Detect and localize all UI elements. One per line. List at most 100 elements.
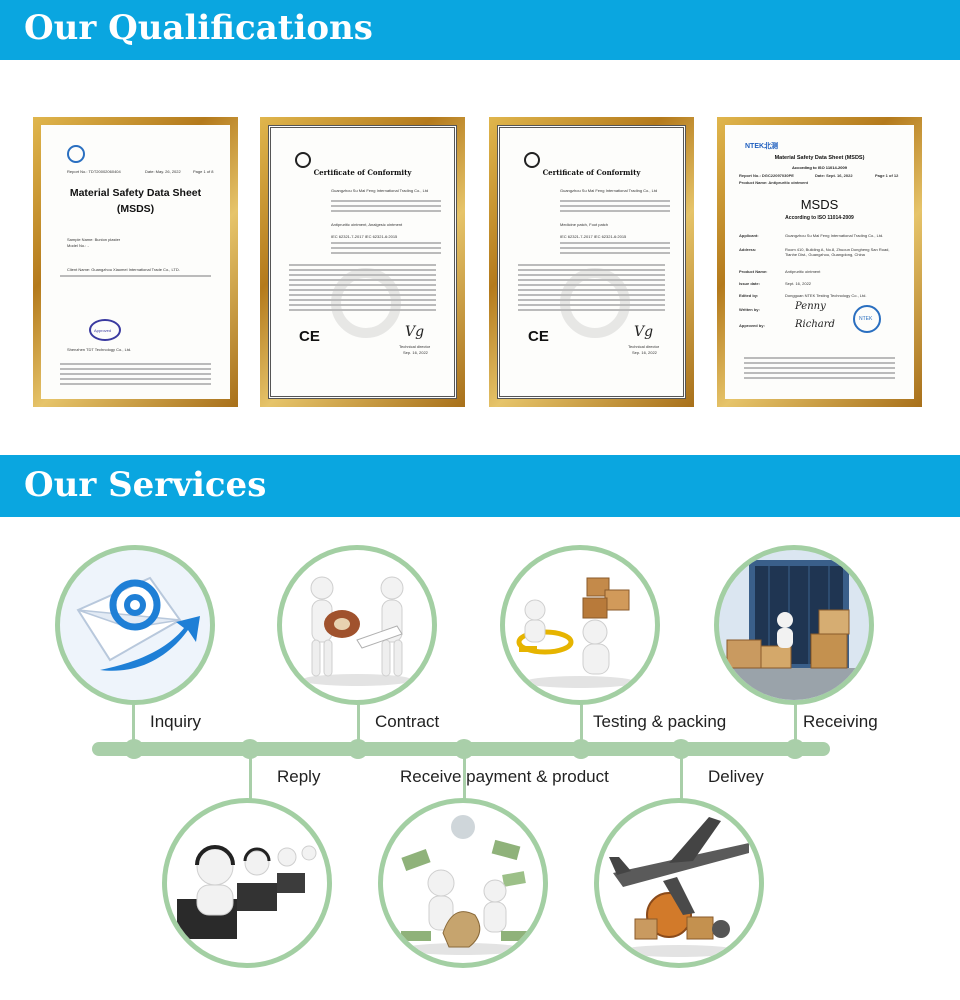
address-lines	[59, 275, 212, 280]
client-name: Client Name: Guangzhou Xiaomei Internati…	[67, 267, 180, 272]
signer: Technical director	[628, 344, 660, 349]
timeline-connector	[463, 752, 466, 800]
step-label-contract: Contract	[375, 712, 440, 731]
certificate-conformity-2[interactable]: Certificate of Conformity Guangzhou Su M…	[489, 117, 694, 407]
report-no: Report No.: TDT20002060404	[67, 169, 121, 174]
timeline-connector	[132, 700, 135, 746]
standards-lines	[331, 242, 441, 257]
step-label-reply: Reply	[277, 767, 321, 786]
timeline-node	[671, 739, 691, 759]
services-banner: Our Services	[0, 455, 960, 517]
edited-by: Dongguan NTEK Testing Technology Co., Lt…	[785, 293, 867, 298]
step-label-inquiry: Inquiry	[150, 712, 202, 731]
email-icon	[76, 576, 200, 671]
signature-icon: Richard	[795, 319, 835, 330]
services-title: Our Services	[24, 465, 267, 505]
qualifications-banner: Our Qualifications	[0, 0, 960, 60]
model-no: Model No.: -	[67, 243, 89, 248]
sample-name: Sample Name: Bunion plaster	[67, 237, 121, 242]
service-step-receive-payment[interactable]	[378, 798, 548, 968]
standards-lines	[560, 242, 670, 257]
address-lines	[560, 200, 670, 215]
certificate-title: Material Safety Data Sheet (MSDS)	[774, 155, 865, 161]
ce-mark-icon: CE	[299, 328, 320, 345]
signature-icon: Vg	[405, 324, 425, 340]
certificate-title: Material Safety Data Sheet	[69, 187, 202, 199]
sample-name: Medicine patch, Foot patch	[560, 222, 609, 227]
step-label-receiving: Receiving	[803, 712, 878, 731]
certificate-subtitle: According to ISO 11014-2009	[792, 165, 847, 170]
inspection-icon	[516, 577, 635, 688]
timeline-connector	[680, 752, 683, 800]
step-label-testing-packing: Testing & packing	[593, 712, 727, 731]
report-no: Report No.: DGC22097030PE	[739, 173, 794, 178]
footer-lines	[59, 363, 212, 388]
service-step-contract[interactable]	[277, 545, 437, 705]
certificate-title: Certificate of Conformity	[542, 168, 641, 177]
tdt-logo-icon	[67, 145, 85, 163]
applicant: Guangzhou Su Mai Feng International Trad…	[560, 188, 658, 193]
timeline-connector	[794, 700, 797, 746]
report-page: Page 1 of 12	[875, 173, 899, 178]
signer: Technical director	[399, 344, 431, 349]
service-step-receiving[interactable]	[714, 545, 874, 705]
call-center-icon	[177, 845, 317, 939]
applicant: Guangzhou Su Mai Feng International Trad…	[331, 188, 429, 193]
service-step-testing-packing[interactable]	[500, 545, 660, 705]
address-lines	[331, 200, 441, 215]
certification-logo-icon	[524, 152, 540, 168]
signature-icon: Penny	[795, 301, 826, 312]
watermark-icon	[331, 268, 401, 338]
service-step-reply[interactable]	[162, 798, 332, 968]
timeline-node	[571, 739, 591, 759]
report-page: Page 1 of 8	[193, 169, 214, 174]
timeline-node	[785, 739, 805, 759]
certificate-page: Certificate of Conformity Guangzhou Su M…	[268, 125, 457, 399]
certificates-row: Report No.: TDT20002060404 Date: May. 26…	[0, 117, 960, 409]
report-date: Date: Sept. 16, 2022	[815, 173, 853, 178]
certificate-title: Certificate of Conformity	[313, 168, 412, 177]
certificate-msds-ntek[interactable]: NTEK北测 Material Safety Data Sheet (MSDS)…	[717, 117, 922, 407]
certificate-subtitle: (MSDS)	[116, 203, 155, 215]
footer-lines	[743, 357, 896, 382]
ce-mark-icon: CE	[528, 328, 549, 345]
certificate-msds-tdt[interactable]: Report No.: TDT20002060404 Date: May. 26…	[33, 117, 238, 407]
body-lines	[518, 264, 665, 314]
issuer: Shenzhen TDT Technology Co., Ltd.	[67, 347, 132, 352]
address: Room 410, Building A, No.8, Zhuoun Dongh…	[785, 247, 890, 257]
certificate-page: Certificate of Conformity Guangzhou Su M…	[497, 125, 686, 399]
timeline-connector	[580, 700, 583, 746]
ntek-stamp-icon: NTEK	[853, 305, 881, 333]
certificate-date: Sep. 16, 2022	[632, 350, 657, 355]
timeline-connector	[357, 700, 360, 746]
approved-stamp-icon: Approved	[89, 319, 121, 341]
qualifications-title: Our Qualifications	[24, 8, 373, 48]
standards: IEC 62321-7-2017 IEC 62321-6:2015	[560, 234, 627, 239]
product-label: Product Name:	[739, 269, 768, 274]
stamp-label: Approved	[94, 328, 112, 333]
timeline-node	[240, 739, 260, 759]
service-step-inquiry[interactable]	[55, 545, 215, 705]
certificate-page: Report No.: TDT20002060404 Date: May. 26…	[41, 125, 230, 399]
certificate-conformity-1[interactable]: Certificate of Conformity Guangzhou Su M…	[260, 117, 465, 407]
airplane-icon	[609, 817, 749, 957]
watermark-icon	[560, 268, 630, 338]
certificate-date: Sep. 16, 2022	[403, 350, 428, 355]
service-step-delivery[interactable]	[594, 798, 764, 968]
applicant-label: Applicant:	[739, 233, 759, 238]
container-icon	[719, 560, 869, 700]
payment-icon	[401, 815, 527, 955]
timeline-node	[124, 739, 144, 759]
certification-logo-icon	[295, 152, 311, 168]
timeline-connector	[249, 752, 252, 800]
issue-label: Issue date:	[739, 281, 760, 286]
certificate-page: NTEK北测 Material Safety Data Sheet (MSDS)…	[725, 125, 914, 399]
edited-label: Edited by:	[739, 293, 759, 298]
msds-big-title: MSDS	[800, 197, 839, 212]
written-label: Written by:	[739, 307, 760, 312]
stamp-label: NTEK	[859, 316, 873, 322]
timeline-node	[454, 739, 474, 759]
timeline-node	[348, 739, 368, 759]
standards: IEC 62321-7-2017 IEC 62321-6:2015	[331, 234, 398, 239]
handshake-contract-icon	[302, 576, 412, 686]
